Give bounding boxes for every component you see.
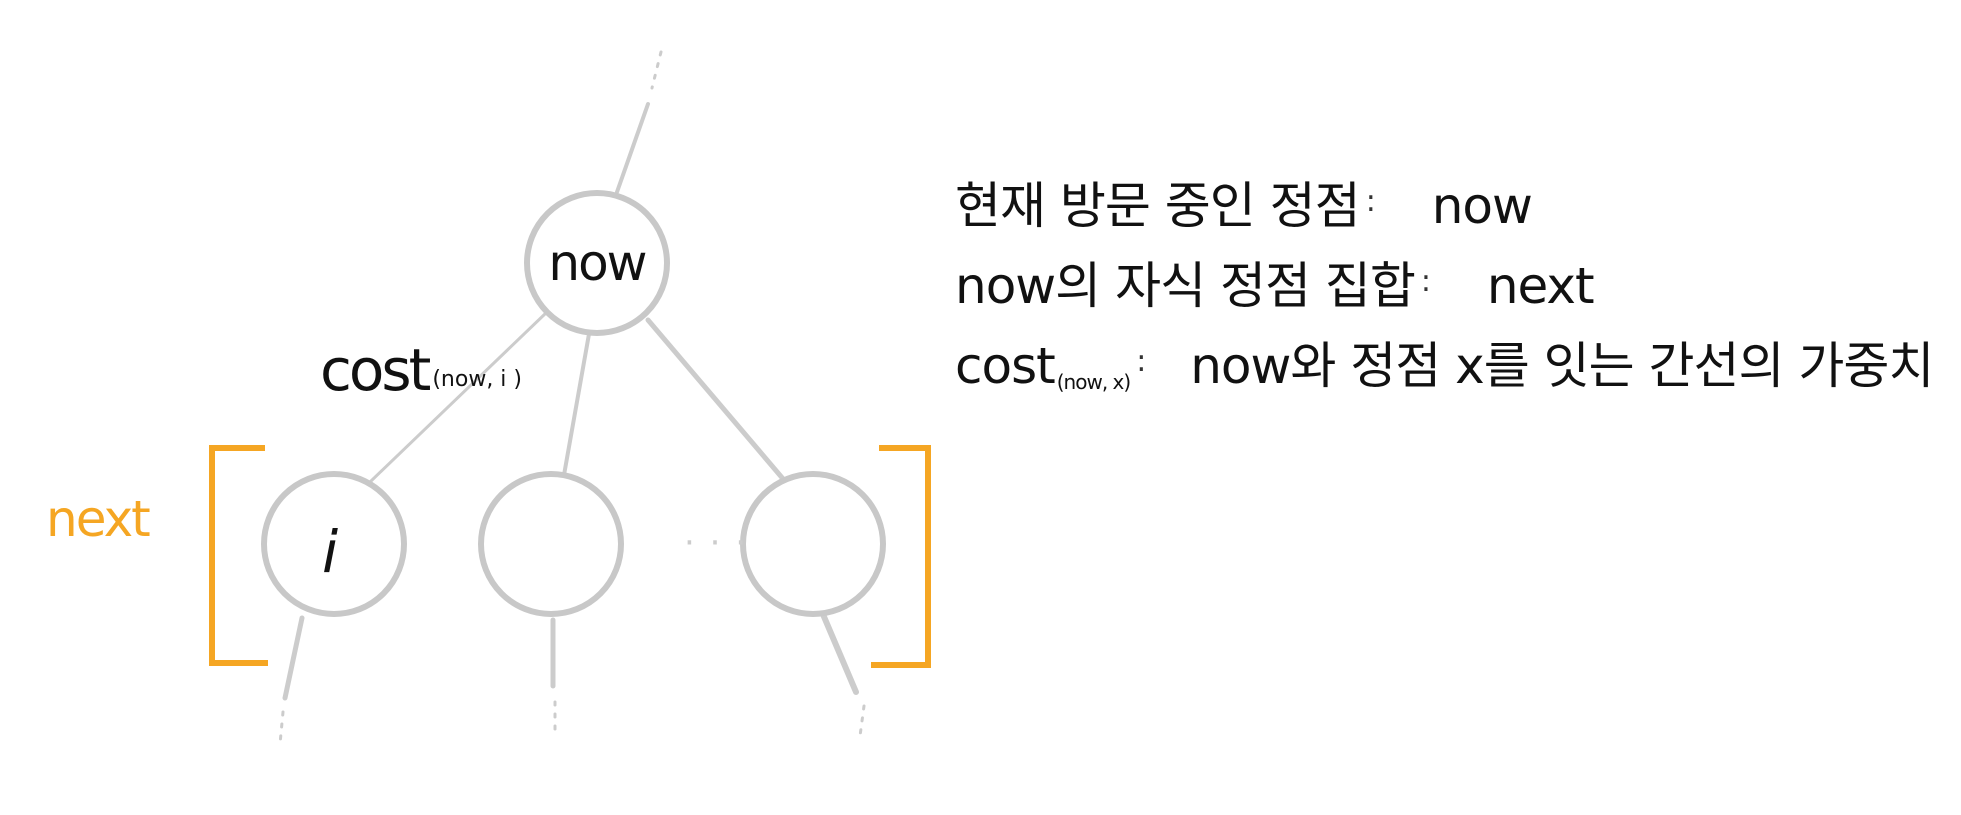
child-node-2 (478, 471, 624, 617)
edge-child-1-down (282, 615, 305, 701)
legend-term: cost(now, x) (955, 326, 1131, 422)
edge-root-child-2 (562, 332, 591, 477)
edge-child-3-ellipsis (858, 704, 866, 738)
edge-child-1-ellipsis (278, 710, 285, 746)
legend-row-current: 현재 방문 중인 정점: now (955, 162, 1933, 242)
legend-row-cost: cost(now, x): now와 정점 x를 잇는 간선의 가중치 (955, 322, 1934, 402)
legend-colon: : (1365, 184, 1376, 219)
next-set-label: next (46, 490, 150, 548)
legend-term: now의 자식 정점 집합 (955, 257, 1416, 315)
legend-term-main: cost (955, 337, 1056, 395)
child-node-i (261, 471, 407, 617)
right-bracket (871, 445, 931, 668)
edge-weight-label: cost(now, i ) (320, 336, 522, 404)
legend-definition: now (1431, 177, 1533, 235)
edge-parent-root (615, 102, 650, 194)
edges (278, 50, 866, 746)
legend-definition: now와 정점 x를 잇는 간선의 가중치 (1190, 337, 1934, 395)
edge-parent-ellipsis (650, 50, 663, 90)
edge-weight-sub: (now, i ) (432, 367, 522, 392)
legend-colon: : (1136, 344, 1146, 379)
edge-weight-main: cost (320, 336, 431, 404)
left-bracket (209, 445, 268, 666)
edge-root-child-1 (368, 310, 549, 484)
edge-root-child-3 (645, 317, 787, 483)
root-node (524, 190, 670, 336)
edge-child-3-down (819, 609, 859, 695)
child-node-label: i (322, 518, 338, 586)
legend: 현재 방문 중인 정점:now now의 자식 정점 집합:next cost(… (955, 162, 1934, 402)
legend-term: 현재 방문 중인 정점 (955, 177, 1361, 235)
nodes (261, 190, 886, 617)
root-node-label: now (548, 234, 645, 292)
child-node-3 (740, 471, 886, 617)
next-set-brackets (209, 445, 931, 668)
legend-term-sub: (now, x) (1056, 370, 1131, 394)
legend-definition: next (1486, 257, 1595, 315)
legend-colon: : (1420, 264, 1431, 299)
legend-row-next: now의 자식 정점 집합: next (955, 242, 1933, 322)
children-ellipsis: · · · (684, 523, 748, 563)
